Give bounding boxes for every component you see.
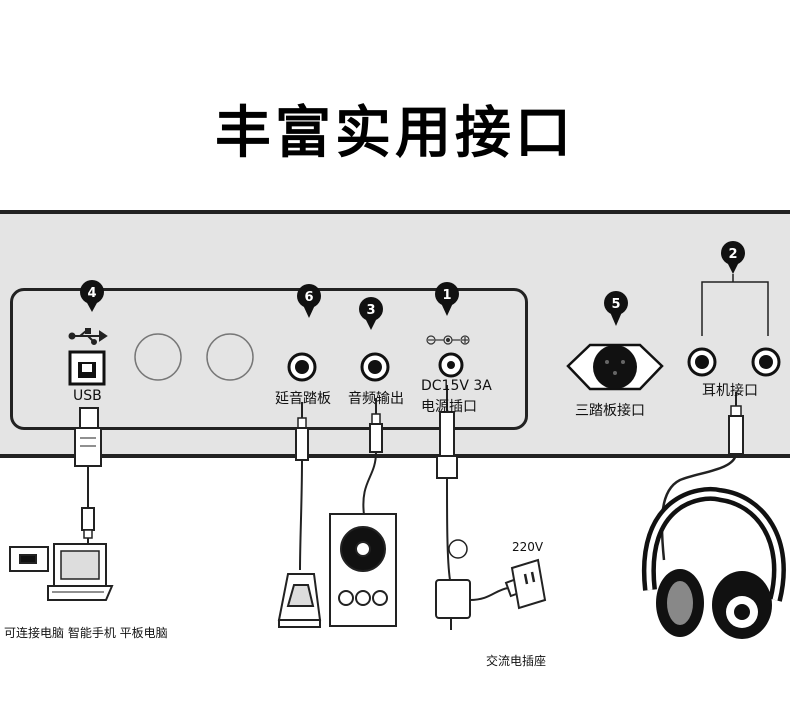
marker-4: 4: [80, 280, 104, 312]
audio-cable: [362, 398, 383, 516]
power-jack[interactable]: [438, 352, 464, 378]
usb-label: USB: [73, 388, 102, 404]
marker-4-text: 4: [87, 286, 96, 301]
marker-3: 3: [359, 297, 383, 330]
speaker-device: [329, 513, 397, 627]
page-title: 丰富实用接口: [215, 101, 575, 166]
marker-1: 1: [435, 282, 459, 316]
audio-out-label: 音频输出: [348, 391, 404, 407]
wall-outlet-icon: [510, 558, 547, 610]
pedal-jack[interactable]: [287, 352, 317, 382]
marker-6: 6: [297, 284, 321, 318]
headphone-label: 耳机接口: [702, 383, 758, 399]
dc-polarity-icon: [426, 335, 470, 345]
headphones-icon: [641, 486, 786, 639]
computer-device: [9, 538, 114, 601]
marker-3-text: 3: [366, 303, 375, 318]
rear-panel: [0, 210, 790, 458]
pedal-cable: [295, 402, 309, 571]
usb-cable: [74, 407, 102, 539]
usb-symbol-icon: [68, 328, 108, 345]
power-cable: [436, 385, 468, 581]
three-pedal-label: 三踏板接口: [575, 403, 645, 419]
sustain-pedal-device: [277, 573, 322, 628]
power-label: 电源插口: [421, 399, 477, 415]
audio-out-jack[interactable]: [360, 352, 390, 382]
marker-2-text: 2: [728, 247, 737, 262]
port-group-frame: [10, 288, 528, 430]
three-pedal-port[interactable]: [566, 343, 664, 391]
marker-1-text: 1: [442, 288, 451, 303]
computer-caption: 可连接电脑 智能手机 平板电脑: [4, 626, 168, 640]
headphone-jack-2[interactable]: [751, 347, 781, 377]
pedal-label: 延音踏板: [275, 391, 331, 407]
marker-5-text: 5: [611, 297, 620, 312]
blank-recess-1: [134, 333, 182, 381]
headphone-cable: [660, 392, 744, 561]
headphone-bracket: [701, 274, 769, 336]
power-spec-label: DC15V 3A: [421, 378, 492, 394]
outlet-caption: 交流电插座: [486, 654, 547, 668]
marker-6-text: 6: [304, 290, 313, 305]
marker-5: 5: [604, 291, 628, 326]
blank-recess-2: [206, 333, 254, 381]
headphone-jack-1[interactable]: [687, 347, 717, 377]
voltage-label: 220V: [512, 540, 544, 554]
usb-b-port[interactable]: [68, 350, 106, 386]
marker-2: 2: [721, 241, 745, 274]
